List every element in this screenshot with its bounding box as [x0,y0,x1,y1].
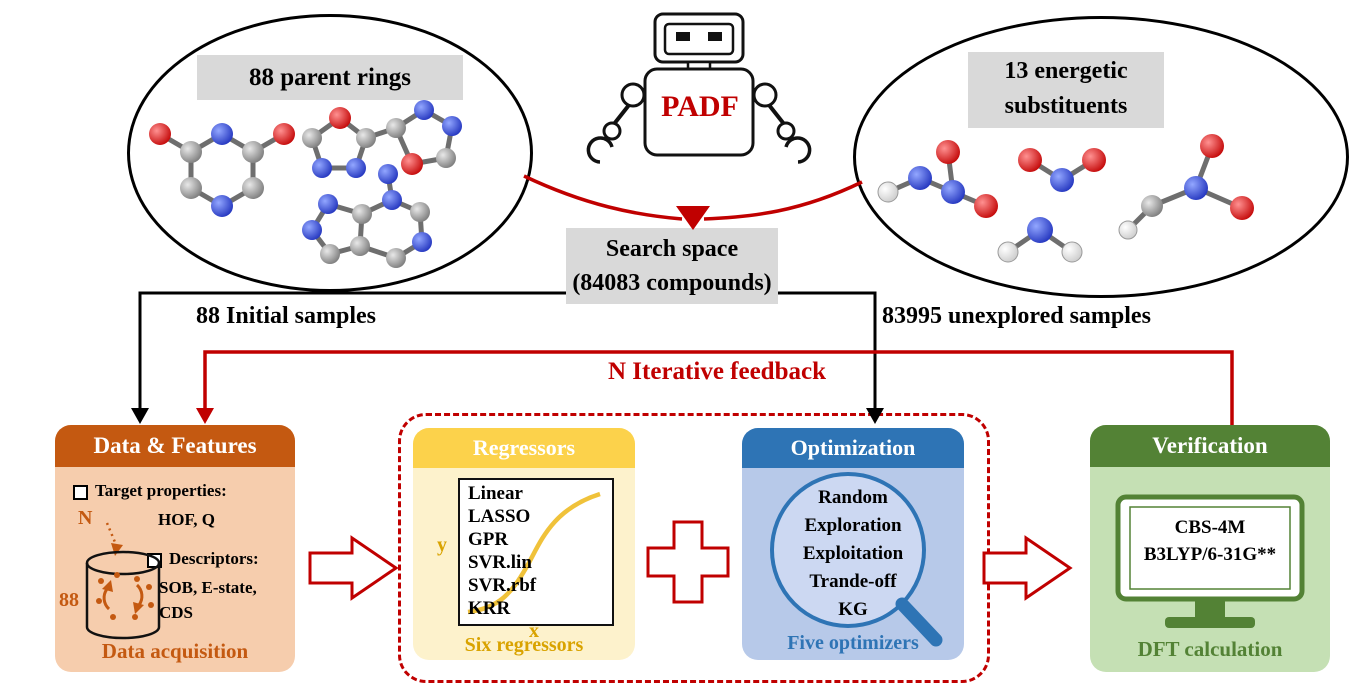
regressors-title: Regressors [413,428,635,468]
dft-calculation-footer: DFT calculation [1137,637,1283,661]
verification-title: Verification [1090,425,1330,467]
optimization-title: Optimization [742,428,964,468]
merge-arrows [523,174,863,230]
unexplored-samples-label: 83995 unexplored samples [882,303,1151,329]
method-line1: CBS-4M [1174,517,1246,538]
initial-samples-label: 88 Initial samples [196,303,377,329]
regressor-item: GPR [468,529,509,550]
optimizer-item: Exploration [804,515,902,536]
target-properties-row: Target properties: [73,481,227,501]
optimizer-item: Exploitation [802,543,904,564]
regressor-item: Linear [468,483,523,504]
checkbox-icon [73,484,88,500]
iterative-feedback-label: N Iterative feedback [608,358,826,385]
robot-icon [586,12,812,164]
optimization-box: Optimization Random Exploration Exploita… [742,428,964,660]
optimizer-item: Random [818,487,888,508]
regressor-item: KRR [468,598,511,619]
five-optimizers-footer: Five optimizers [787,632,919,654]
descriptors-row: Descriptors: [147,549,259,569]
target-properties-label: Target properties: [95,481,227,500]
n-samples-label: N [78,507,93,529]
parent-rings-label: 88 parent rings [197,55,463,100]
data-features-box: Data & Features Target properties: HOF, … [55,425,295,672]
y-axis-label: y [437,534,447,556]
substituents-label: 13 energetic substituents [968,52,1164,128]
target-properties-value: HOF, Q [158,510,215,529]
data-features-title: Data & Features [55,425,295,467]
data-acquisition-footer: Data acquisition [101,639,249,663]
six-regressors-footer: Six regressors [464,634,584,656]
regressor-item: LASSO [468,506,531,527]
optimizer-item: KG [838,599,868,620]
regressor-item: SVR.lin [468,552,532,573]
search-space-line1: Search space [605,236,739,262]
regressors-box: Regressors Linear LASSO GPR SVR.lin SVR.… [413,428,635,660]
regressor-item: SVR.rbf [468,575,537,596]
verification-box: Verification CBS-4M B3LYP/6-31G** DFT ca… [1090,425,1330,672]
descriptors-label: Descriptors: [169,549,259,568]
flow-arrow-1 [308,535,399,601]
method-line2: B3LYP/6-31G** [1143,544,1277,565]
optimizer-item: Trande-off [809,571,897,592]
padf-label: PADF [661,90,739,123]
count-88-label: 88 [59,589,79,611]
checkbox-icon [147,552,162,568]
optimizer-list: Random Exploration Exploitation Trande-o… [742,484,964,624]
flow-arrow-2 [982,535,1073,601]
search-space-box: Search space (84083 compounds) [566,228,778,304]
descriptors-value: SOB, E-state, CDS [159,578,257,622]
search-space-line2: (84083 compounds) [572,270,772,296]
x-axis-label: x [529,620,539,642]
regression-chart: Linear LASSO GPR SVR.lin SVR.rbf KRR [458,478,614,626]
